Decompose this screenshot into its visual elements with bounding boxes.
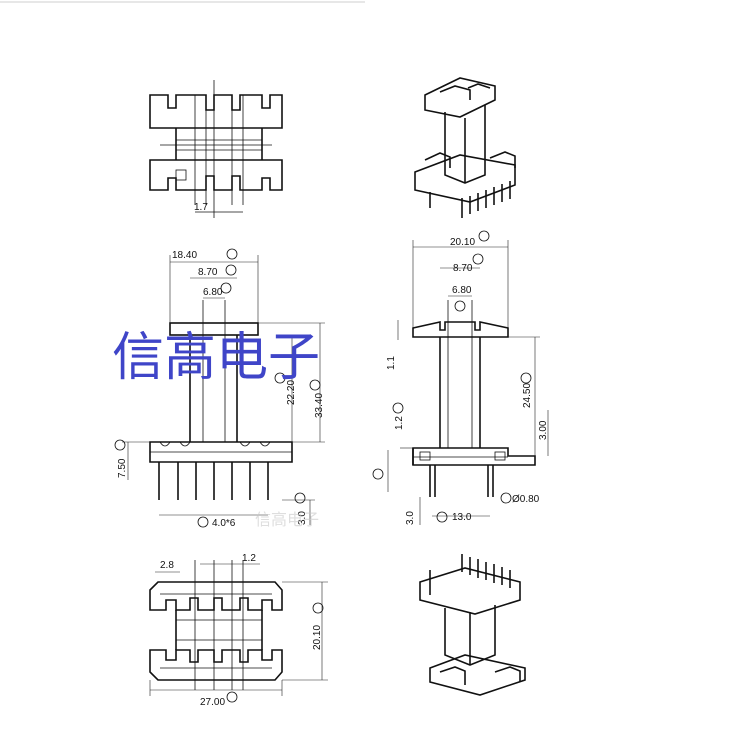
dim-pitch-4x6: 4.0*6 xyxy=(212,518,236,529)
dim-3-0-side: 3.0 xyxy=(405,511,416,525)
dim-24-50: 24.50 xyxy=(522,383,533,408)
dim-18-40: 18.40 xyxy=(172,250,197,261)
dim-2-8: 2.8 xyxy=(160,560,174,571)
dim-8-70: 8.70 xyxy=(198,267,218,278)
dim-1-2: 1.2 xyxy=(394,416,405,430)
faint-watermark: 信高电子 xyxy=(255,510,319,529)
dim-3-00: 3.00 xyxy=(538,420,549,440)
dim-6-80: 6.80 xyxy=(203,287,223,298)
dim-1-1: 1.1 xyxy=(386,356,397,370)
bottom-view: 2.8 1.2 27.00 20.10 xyxy=(149,553,328,708)
dim-20-10-bottom: 20.10 xyxy=(312,625,323,650)
isometric-view-top xyxy=(414,77,516,218)
dim-27-00: 27.00 xyxy=(200,697,225,708)
brand-watermark: 信高电子 xyxy=(112,328,320,388)
side-view: 20.10 8.70 6.80 24.50 3.00 1.1 1.2 3.0 Ø… xyxy=(372,230,549,525)
dim-20-10-side: 20.10 xyxy=(450,237,475,248)
top-view: 1.7 xyxy=(149,80,283,218)
dim-33-40: 33.40 xyxy=(314,393,325,418)
dim-3-0-front: 3.0 xyxy=(297,511,308,525)
dim-6-80-side: 6.80 xyxy=(452,285,472,296)
dim-8-70-side: 8.70 xyxy=(453,263,473,274)
front-view: 18.40 8.70 6.80 22.20 33.40 7.50 3.0 4.0… xyxy=(114,248,325,529)
dim-pitch: 1.7 xyxy=(194,202,208,213)
dim-pin-dia: Ø0.80 xyxy=(512,494,540,505)
dim-7-50: 7.50 xyxy=(117,458,128,478)
isometric-view-bottom xyxy=(419,554,526,696)
dim-13-0: 13.0 xyxy=(452,512,472,523)
dim-22-20: 22.20 xyxy=(286,380,297,405)
dim-1-2-bottom: 1.2 xyxy=(242,553,256,564)
